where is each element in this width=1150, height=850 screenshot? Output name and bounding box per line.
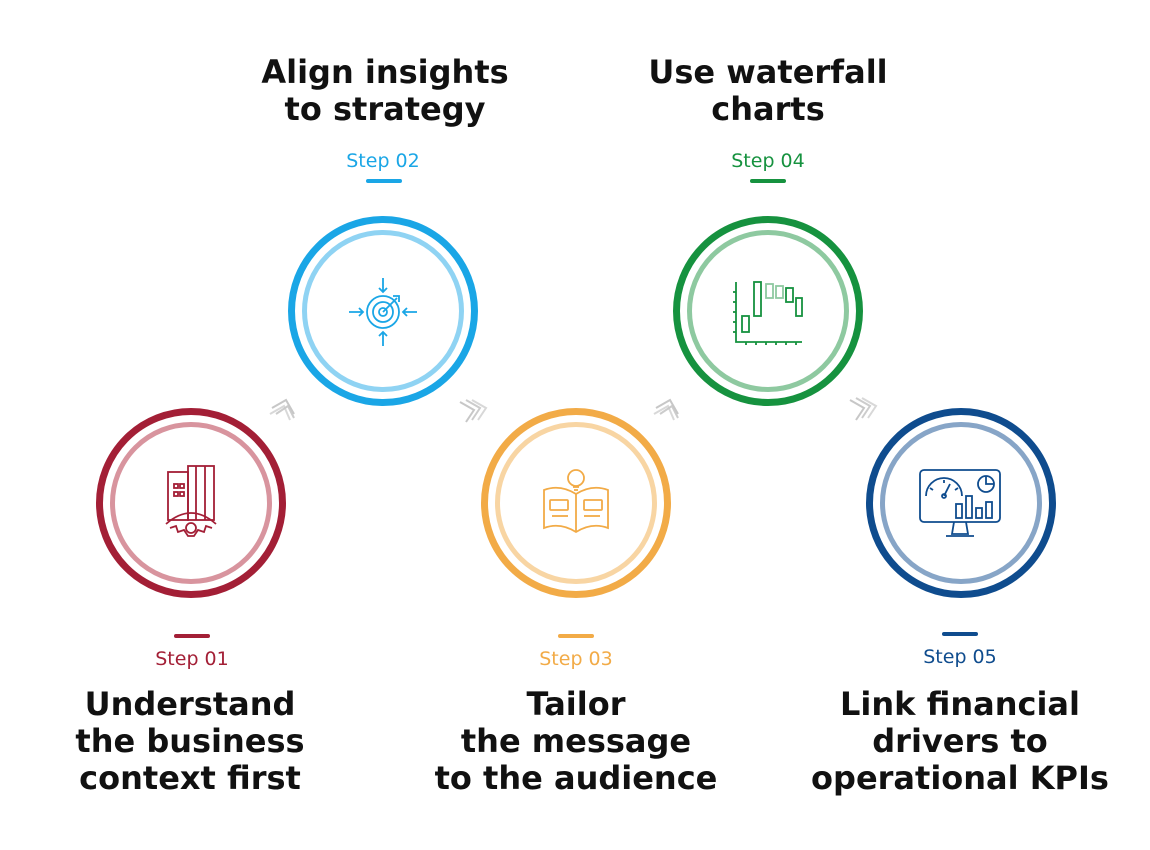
chevron-down-right-icon xyxy=(459,399,488,423)
step-03-title: Tailor the message to the audience xyxy=(406,686,746,797)
step-01-title-line-2: the business xyxy=(75,722,305,760)
step-05-label: Step 05 xyxy=(923,646,997,668)
chevron-up-right-icon xyxy=(269,398,295,421)
step-04-dash xyxy=(750,179,786,183)
step-03-title-line-1: Tailor xyxy=(526,685,626,723)
dashboard-monitor-icon xyxy=(919,469,1001,537)
step-02-title-line-2: to strategy xyxy=(284,90,486,128)
step-05-title-line-2: drivers to xyxy=(872,722,1048,760)
step-01-dash xyxy=(174,634,210,638)
step-03-label: Step 03 xyxy=(539,648,613,670)
step-04-title-line-1: Use waterfall xyxy=(648,53,888,91)
step-03-title-line-2: the message xyxy=(460,722,692,760)
step-02-label: Step 02 xyxy=(346,150,420,172)
waterfall-chart-icon xyxy=(733,281,803,345)
chevron-up-right-icon xyxy=(653,398,679,421)
building-gear-icon xyxy=(165,465,217,537)
step-03-dash xyxy=(558,634,594,638)
step-01-title: Understand the business context first xyxy=(40,686,340,797)
step-02-dash xyxy=(366,179,402,183)
step-02-title: Align insights to strategy xyxy=(230,54,540,128)
step-01-title-line-1: Understand xyxy=(84,685,296,723)
step-04-title: Use waterfall charts xyxy=(618,54,918,128)
step-05-dash xyxy=(942,632,978,636)
step-03-title-line-3: to the audience xyxy=(434,759,718,797)
step-05-inner-ring xyxy=(880,422,1042,584)
step-03-outer-ring xyxy=(481,408,671,598)
step-05-title-line-1: Link financial xyxy=(840,685,1080,723)
chevron-down-right-icon xyxy=(849,397,878,421)
target-arrows-icon xyxy=(349,278,417,346)
step-01-title-line-3: context first xyxy=(79,759,301,797)
step-01-inner-ring xyxy=(110,422,272,584)
step-02-outer-ring xyxy=(288,216,478,406)
step-02-inner-ring xyxy=(302,230,464,392)
step-05-title-line-3: operational KPIs xyxy=(811,759,1109,797)
step-04-title-line-2: charts xyxy=(711,90,825,128)
book-lightbulb-icon xyxy=(543,469,609,534)
step-04-label: Step 04 xyxy=(731,150,805,172)
step-05-outer-ring xyxy=(866,408,1056,598)
step-04-outer-ring xyxy=(673,216,863,406)
step-05-title: Link financial drivers to operational KP… xyxy=(800,686,1120,797)
step-01-outer-ring xyxy=(96,408,286,598)
step-03-inner-ring xyxy=(495,422,657,584)
step-04-inner-ring xyxy=(687,230,849,392)
step-02-title-line-1: Align insights xyxy=(261,53,509,91)
step-01-label: Step 01 xyxy=(155,648,229,670)
